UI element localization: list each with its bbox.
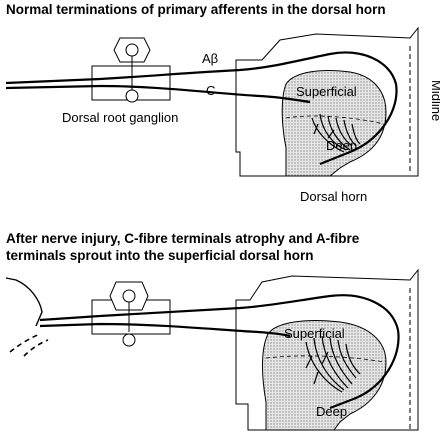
top-grey-matter xyxy=(281,70,387,177)
bottom-panel-title: After nerve injury, C-fibre terminals at… xyxy=(6,230,359,264)
bottom-title-line-1: After nerve injury, C-fibre terminals at… xyxy=(6,231,360,246)
dorsal-horn-label: Dorsal horn xyxy=(300,189,367,204)
midline-label: Midline xyxy=(429,80,440,121)
top-panel xyxy=(5,26,419,177)
bottom-deep-label: Deep xyxy=(316,404,347,419)
top-c-fibre xyxy=(5,84,311,104)
c-fibre-label: C xyxy=(206,83,215,98)
bottom-regenerating-fibres xyxy=(9,333,49,357)
top-drg-neurons xyxy=(113,37,151,103)
bottom-panel xyxy=(5,268,419,431)
top-superficial-label: Superficial xyxy=(296,84,357,99)
bottom-a-fibre xyxy=(39,294,400,410)
bottom-sprouting-terminals xyxy=(305,335,361,393)
drg-label: Dorsal root ganglion xyxy=(62,110,178,125)
bottom-c-fibre xyxy=(39,322,291,338)
top-lamina-boundary xyxy=(285,115,385,125)
bottom-title-line-2: terminals sprout into the superficial do… xyxy=(6,248,314,263)
top-terminal-arbors xyxy=(311,113,361,153)
top-panel-title: Normal terminations of primary afferents… xyxy=(6,2,386,17)
abeta-label: Aβ xyxy=(202,51,218,66)
top-deep-label: Deep xyxy=(326,138,357,153)
bottom-lamina-boundary xyxy=(265,355,385,363)
bottom-superficial-label: Superficial xyxy=(284,326,345,341)
top-spinal-cord-outline xyxy=(235,26,419,177)
bottom-drg-neurons xyxy=(109,281,149,347)
bottom-spinal-cord-outline xyxy=(235,268,419,431)
top-abeta-fibre xyxy=(5,51,398,166)
bottom-cut-nerve xyxy=(5,277,43,327)
bottom-grey-matter xyxy=(262,320,387,431)
